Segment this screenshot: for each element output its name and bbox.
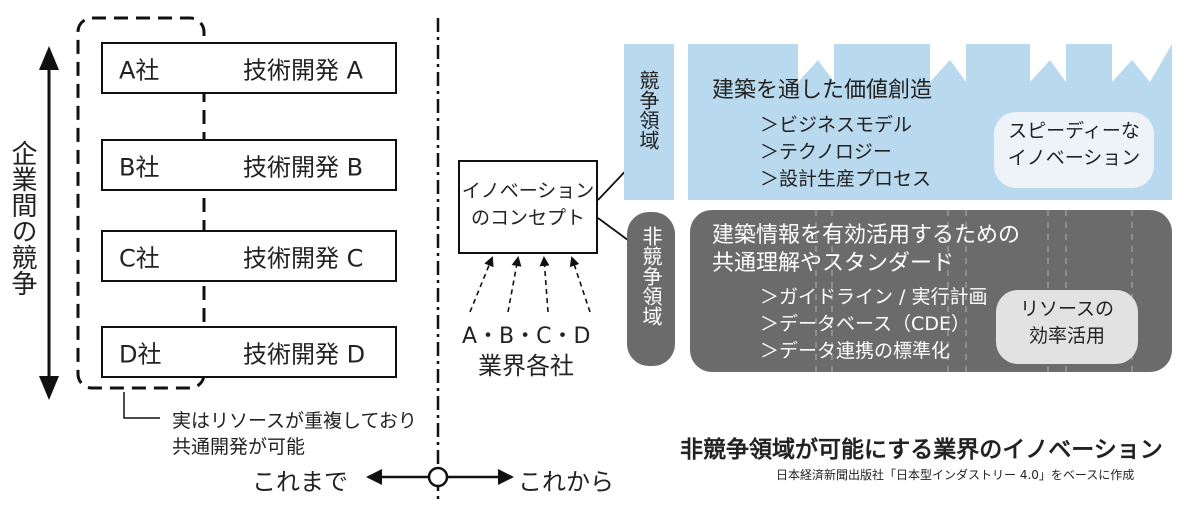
dashed-arrow-a bbox=[469, 256, 494, 313]
note-callout-line bbox=[123, 392, 160, 419]
concept-line2: のコンセプト bbox=[470, 207, 585, 229]
tech-dev-label: 技術開発 C bbox=[243, 244, 364, 273]
pill-line: イノベーション bbox=[1007, 147, 1141, 169]
company-name: C社 bbox=[119, 244, 160, 273]
non-competitive-title-line2: 共通理解やスタンダード bbox=[712, 251, 955, 276]
non-competitive-item: ＞データベース（CDE） bbox=[760, 313, 970, 335]
dashed-arrow-c bbox=[539, 256, 550, 313]
tech-dev-label: 技術開発 A bbox=[243, 56, 364, 85]
competitive-item: ＞テクノロジー bbox=[760, 141, 892, 163]
dashed-arrow-d bbox=[569, 256, 591, 313]
industry-companies-letters: A・B・C・D bbox=[462, 324, 591, 349]
non-competitive-items: ＞ガイドライン / 実行計画 ＞データベース（CDE） ＞データ連携の標準化 bbox=[760, 284, 987, 365]
speedy-innovation-pill: スピーディーな イノベーション bbox=[994, 112, 1154, 188]
company-name: B社 bbox=[119, 153, 160, 182]
timeline-after-label: これから bbox=[518, 468, 614, 496]
industry-companies-label: 業界各社 bbox=[478, 352, 574, 380]
dashed-arrow-b bbox=[507, 256, 522, 313]
overlap-note-line2: 共通開発が可能 bbox=[172, 436, 306, 458]
competitive-items: ＞ビジネスモデル ＞テクノロジー ＞設計生産プロセス bbox=[760, 112, 931, 193]
non-competitive-item: ＞データ連携の標準化 bbox=[760, 340, 951, 362]
company-row-b: B社 技術開発 B bbox=[101, 139, 397, 191]
tech-dev-label: 技術開発 D bbox=[243, 340, 366, 369]
competition-label: 企業間の競争 bbox=[7, 140, 37, 296]
company-row-a: A社 技術開発 A bbox=[101, 42, 397, 94]
company-row-d: D社 技術開発 D bbox=[101, 326, 397, 378]
competitive-title: 建築を通した価値創造 bbox=[712, 78, 933, 103]
pill-line: リソースの bbox=[1019, 298, 1115, 320]
pill-line: スピーディーな bbox=[1008, 120, 1140, 142]
non-competitive-domain-label: 非競争領域 bbox=[639, 226, 663, 326]
competitive-domain-label: 競争領域 bbox=[636, 70, 660, 150]
company-group-dashed-box bbox=[76, 16, 206, 390]
competitive-item: ＞設計生産プロセス bbox=[760, 168, 932, 190]
competitive-item: ＞ビジネスモデル bbox=[760, 114, 913, 136]
diagram-caption-source: 日本経済新聞出版社「日本型インダストリー 4.0」をベースに作成 bbox=[776, 468, 1135, 482]
non-competitive-title: 建築情報を有効活用するための 共通理解やスタンダード bbox=[712, 222, 1020, 278]
pill-line: 効率活用 bbox=[1028, 325, 1105, 347]
diagram-caption-title: 非競争領域が可能にする業界のイノベーション bbox=[680, 437, 1163, 463]
timeline-before-label: これまで bbox=[252, 468, 348, 496]
competitive-label-bar bbox=[624, 44, 674, 200]
resource-efficiency-pill: リソースの 効率活用 bbox=[996, 290, 1138, 364]
company-name: D社 bbox=[119, 340, 162, 369]
company-name: A社 bbox=[119, 56, 160, 85]
overlap-note-line1: 実はリソースが重複しており bbox=[172, 410, 417, 432]
non-competitive-title-line1: 建築情報を有効活用するための bbox=[712, 223, 1021, 248]
non-competitive-item: ＞ガイドライン / 実行計画 bbox=[760, 286, 988, 308]
timeline-center-node bbox=[427, 466, 449, 488]
non-competitive-label-bar bbox=[627, 212, 675, 366]
concept-line1: イノベーション bbox=[461, 180, 595, 202]
innovation-concept-box: イノベーション のコンセプト bbox=[458, 160, 598, 254]
tech-dev-label: 技術開発 B bbox=[243, 153, 364, 182]
company-row-c: C社 技術開発 C bbox=[101, 230, 397, 282]
